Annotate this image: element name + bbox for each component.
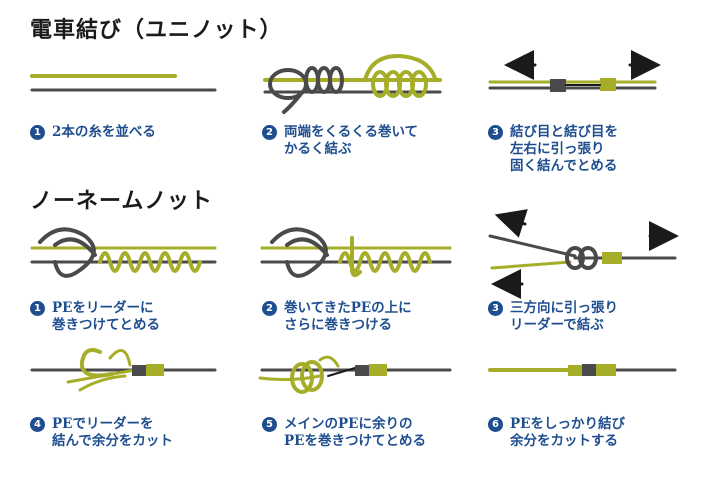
step-text-line: 結んで余分をカット [52,433,173,449]
step-number-badge: 5 [262,417,277,432]
step-number-badge: 1 [30,301,45,316]
step-text-line: 2本の糸を並べる [52,124,156,140]
step-text-line: 結び目と結び目を [510,124,618,140]
step-text-line: PEをリーダーに [52,300,154,316]
step-text-line: 両端をくるくる巻いて [284,124,419,140]
step-nnk-1: 1 PEをリーダーに巻きつけてとめる [30,300,160,334]
step-text-line: PEを巻きつけてとめる [284,433,426,449]
step-text-line: リーダーで結ぶ [510,317,604,333]
step-text-line: 三方向に引っ張り [510,300,618,316]
step-number-badge: 2 [262,125,277,140]
step-number-badge: 6 [488,417,503,432]
step-text-line: 巻きつけてとめる [52,317,160,333]
step-nnk-3: 3 三方向に引っ張りリーダーで結ぶ [488,300,618,334]
step-text-line: PEをしっかり結び [510,416,625,432]
step-uni-2: 2 両端をくるくる巻いてかるく結ぶ [262,124,418,158]
step-text-line: 固く結んでとめる [510,158,618,174]
illustration-nnk-step-5 [258,355,452,394]
step-number-badge: 3 [488,125,503,140]
illustration-uni-step-2 [263,53,442,114]
step-nnk-4: 4 PEでリーダーを結んで余分をカット [30,416,173,450]
illustration-nnk-step-4 [30,348,217,392]
step-text-line: かるく結ぶ [284,141,352,157]
section-title-no-name-knot: ノーネームノット [30,188,213,214]
step-text-line: 巻いてきたPEの上に [284,300,412,316]
step-number-badge: 2 [262,301,277,316]
section-title-densha-musubi: 電車結び（ユニノット） [30,17,283,43]
illustration-nnk-step-2 [260,227,452,278]
illustration-nnk-step-1 [30,227,217,278]
step-number-badge: 3 [488,301,503,316]
step-nnk-2: 2 巻いてきたPEの上にさらに巻きつける [262,300,412,334]
step-text-line: メインのPEに余りの [284,416,413,432]
step-uni-1: 1 2本の糸を並べる [30,124,156,141]
step-text-line: 余分をカットする [510,433,618,449]
step-number-badge: 4 [30,417,45,432]
step-number-badge: 1 [30,125,45,140]
step-nnk-6: 6 PEをしっかり結び余分をカットする [488,416,625,450]
illustration-nnk-step-3 [488,209,679,299]
step-text-line: PEでリーダーを [52,416,154,432]
illustration-uni-step-3 [488,50,661,92]
illustration-nnk-step-6 [488,364,677,376]
illustration-uni-step-1 [30,74,217,92]
step-text-line: さらに巻きつける [284,317,392,333]
step-text-line: 左右に引っ張り [510,141,605,157]
step-uni-3: 3 結び目と結び目を左右に引っ張り固く結んでとめる [488,124,618,175]
